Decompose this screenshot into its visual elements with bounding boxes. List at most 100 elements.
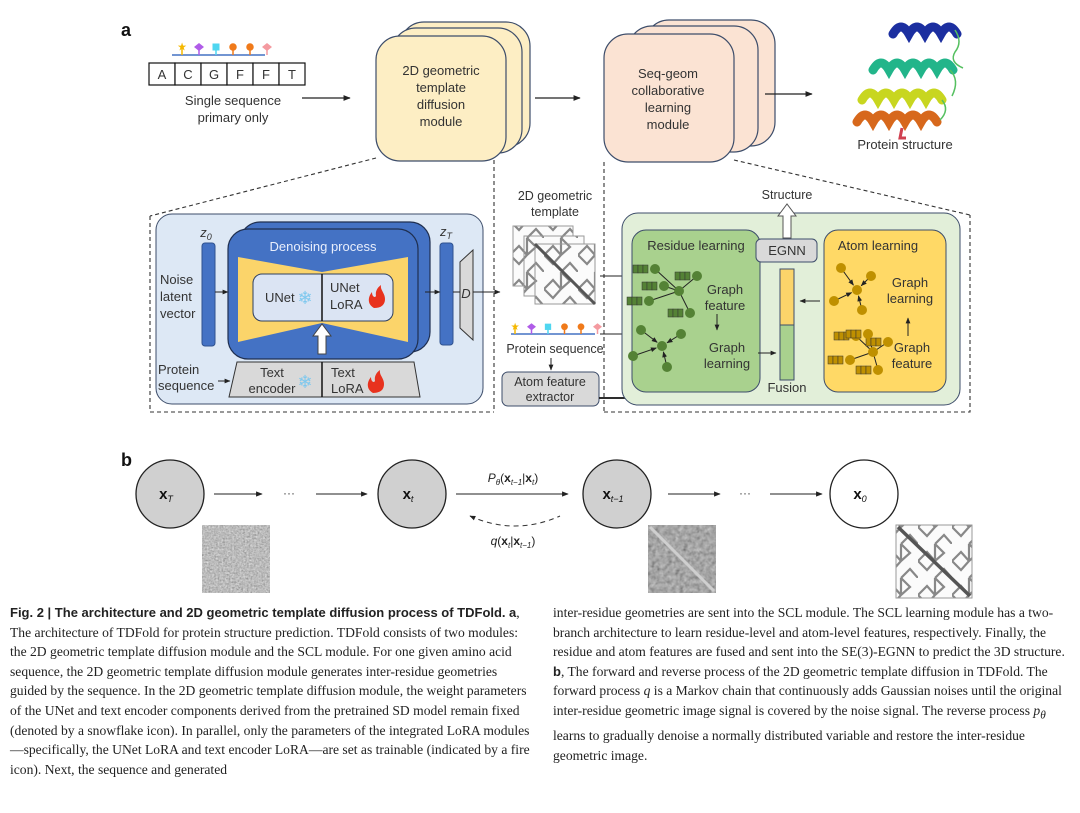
fusion-residue-part: [779, 324, 795, 381]
panel-b-letter: b: [121, 450, 132, 470]
sequence-residue-box: A: [148, 62, 176, 86]
decoder-shape: [459, 248, 474, 342]
graph-node: [873, 365, 883, 375]
sequence-residue-box: F: [226, 62, 254, 86]
noisy-image-xt-1: [648, 525, 716, 593]
svg-text:F: F: [236, 67, 244, 82]
text-encoder-label-2: encoder: [249, 381, 297, 396]
unet-lora-label-2: LoRA: [330, 297, 363, 312]
sequence-caption-line1: Single sequence: [185, 93, 281, 108]
protein-sequence-icons: ★: [511, 322, 602, 334]
feature-vector: [674, 271, 691, 281]
graph-node: [845, 355, 855, 365]
residue-graph-learning-1: Graph: [709, 340, 745, 355]
scl-module-label-2: collaborative: [632, 83, 705, 98]
text-lora-label-1: Text: [331, 365, 355, 380]
graph-center-node: [674, 286, 684, 296]
graph-center-node: [868, 347, 878, 357]
graph-node: [676, 329, 686, 339]
diamond-icon: [593, 323, 602, 334]
diffusion-module-label-1: 2D geometric: [402, 63, 480, 78]
noise-label-1: Noise: [160, 272, 193, 287]
graph-node: [829, 296, 839, 306]
structure-output-arrow: [777, 203, 797, 239]
sequence-residue-box: T: [278, 62, 306, 86]
caption-p-symbol: p: [1033, 702, 1041, 718]
graph-node: [836, 263, 846, 273]
diffusion-module-label-4: module: [420, 114, 463, 129]
noise-label-2: latent: [160, 289, 192, 304]
snowflake-icon: ❄: [297, 288, 312, 308]
residue-graph-feature-1: Graph: [707, 282, 743, 297]
unet-label: UNet: [265, 290, 295, 305]
unet-lora-label-1: UNet: [330, 280, 360, 295]
graph-node: [866, 271, 876, 281]
svg-text:x0: x0: [853, 486, 866, 504]
scl-module-label-1: Seq-geom: [638, 66, 698, 81]
residue-title: Residue learning: [647, 238, 745, 253]
fire-icon: [367, 370, 384, 393]
ellipsis: ···: [283, 486, 295, 500]
sequence-caption-line2: primary only: [198, 110, 269, 125]
decoder-label: D: [461, 286, 470, 301]
forward-process-label: q(xt|xt−1): [491, 534, 536, 550]
caption-b-marker: b: [553, 663, 561, 679]
graph-node: [662, 362, 672, 372]
feature-vector: [845, 329, 862, 339]
scl-module-label-3: learning: [645, 100, 691, 115]
denoising-title: Denoising process: [270, 239, 377, 254]
text-lora-label-2: LoRA: [331, 381, 364, 396]
fire-icon: [368, 285, 385, 308]
template-label-1: 2D geometric: [518, 189, 592, 203]
structure-label: Structure: [762, 188, 813, 202]
diffusion-module-label-2: template: [416, 80, 466, 95]
square-icon: [544, 323, 552, 334]
fusion-atom-part: [779, 268, 795, 326]
svg-text:★: ★: [177, 42, 187, 54]
caption-right-text-4: learns to gradually denoise a normally d…: [553, 728, 1025, 763]
feature-vector: [667, 308, 684, 318]
graph-node: [636, 325, 646, 335]
reverse-process-label: Pθ(xt−1|xt): [488, 471, 538, 487]
feature-vector: [632, 264, 649, 274]
z0-label: z0: [199, 225, 212, 242]
diffusion-module-label-3: diffusion: [417, 97, 465, 112]
caption-title: Fig. 2 | The architecture and 2D geometr…: [10, 605, 506, 620]
graph-node: [628, 351, 638, 361]
scl-detail-panel: Structure Residue learning Graph feature…: [621, 188, 961, 406]
circle-icon: [246, 43, 254, 55]
graph-node: [659, 281, 669, 291]
caption-q-symbol: q: [643, 683, 651, 699]
caption-left-column: Fig. 2 | The architecture and 2D geometr…: [10, 603, 535, 779]
sequence-residue-box: C: [174, 62, 202, 86]
protein-sequence-input-label-1: Protein: [158, 362, 199, 377]
caption-right-text-3: is a Markov chain that continuously adds…: [553, 683, 1062, 718]
graph-node: [644, 296, 654, 306]
atom-graph-feature-1: Graph: [894, 340, 930, 355]
residue-graph-feature-2: feature: [705, 298, 745, 313]
atom-extractor-label-2: extractor: [526, 390, 575, 404]
caption-right-text-2: , The forward and reverse process of the…: [553, 663, 1048, 699]
zT-label: zT: [439, 224, 454, 241]
star-icon: ★: [511, 322, 520, 334]
template-label-2: template: [531, 205, 579, 219]
zT-bar: [439, 242, 454, 346]
template-image-stack: [512, 225, 597, 306]
atom-graph-learning-1: Graph: [892, 275, 928, 290]
forward-process-arrow: [469, 515, 561, 527]
diffusion-node-xt: xt: [377, 459, 447, 529]
atom-extractor-label-1: Atom feature: [514, 375, 586, 389]
diamond-icon: [527, 323, 536, 334]
svg-text:★: ★: [511, 322, 520, 333]
atom-graph-learning-2: learning: [887, 291, 933, 306]
svg-text:F: F: [262, 67, 270, 82]
atom-graph-feature-2: feature: [892, 356, 932, 371]
protein-structure-label: Protein structure: [857, 137, 952, 152]
atom-learning-box: [823, 229, 947, 393]
circle-icon: [229, 43, 237, 55]
svg-text:xt−1: xt−1: [602, 486, 623, 504]
diamond-icon: [194, 43, 204, 55]
sequence-residue-box: F: [252, 62, 280, 86]
svg-text:C: C: [183, 67, 192, 82]
